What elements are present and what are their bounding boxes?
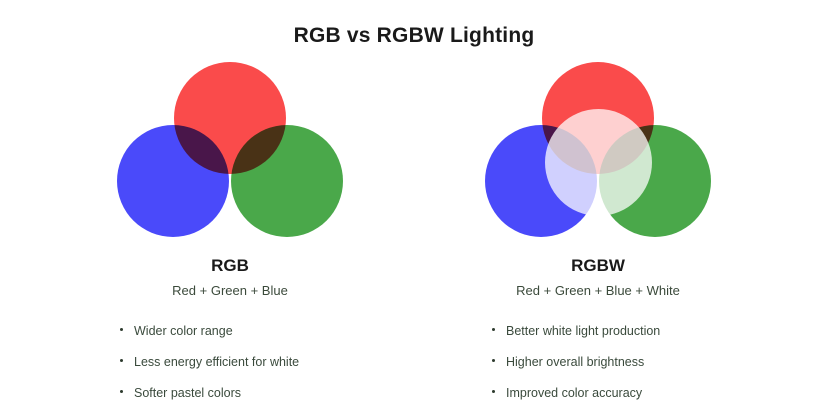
venn-diagram-rgb (117, 62, 343, 242)
list-item: Wider color range (116, 324, 414, 338)
bullet-dot-icon (492, 390, 495, 393)
bullet-dot-icon (120, 359, 123, 362)
bullet-list-rgbw: Better white light production Higher ove… (488, 324, 782, 400)
list-item-label: Higher overall brightness (506, 355, 645, 369)
list-item: Less energy efficient for white (116, 355, 414, 369)
green-circle (231, 125, 343, 237)
bullet-dot-icon (120, 328, 123, 331)
bullet-list-rgb: Wider color range Less energy efficient … (116, 324, 414, 400)
panel-rgbw: RGBW Red + Green + Blue + White Better w… (414, 62, 782, 400)
list-item: Better white light production (488, 324, 782, 338)
list-item: Improved color accuracy (488, 386, 782, 400)
bullet-dot-icon (120, 390, 123, 393)
panel-rgb: RGB Red + Green + Blue Wider color range… (46, 62, 414, 400)
list-item-label: Wider color range (134, 324, 233, 338)
venn-title-rgbw: RGBW (571, 256, 625, 275)
list-item: Higher overall brightness (488, 355, 782, 369)
white-circle (545, 109, 652, 216)
list-item: Softer pastel colors (116, 386, 414, 400)
venn-subtitle-rgb: Red + Green + Blue (172, 283, 288, 298)
page-title: RGB vs RGBW Lighting (293, 24, 535, 47)
bullet-dot-icon (492, 328, 495, 331)
venn-subtitle-rgbw: Red + Green + Blue + White (516, 283, 680, 298)
list-item-label: Softer pastel colors (134, 386, 241, 400)
blue-circle (117, 125, 229, 237)
venn-title-rgb: RGB (211, 256, 249, 275)
venn-diagram-rgbw (485, 62, 711, 242)
list-item-label: Better white light production (506, 324, 661, 338)
list-item-label: Improved color accuracy (506, 386, 643, 400)
bullet-dot-icon (492, 359, 495, 362)
list-item-label: Less energy efficient for white (134, 355, 300, 369)
